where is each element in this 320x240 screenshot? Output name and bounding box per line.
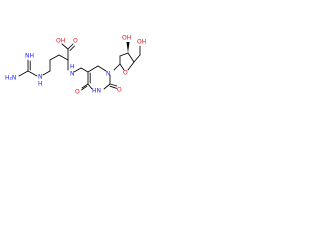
bond-cooh-oh: [61, 43, 69, 50]
label-nh-amine-h: H: [70, 64, 75, 71]
label-oh-acid: OH: [56, 38, 65, 45]
label-o-acid: O: [73, 38, 78, 45]
bond-cooh-o-double: [69, 45, 75, 51]
arginine-chain: [18, 43, 75, 77]
label-nh-amine: N: [70, 71, 75, 78]
bond-guan-c-h2n: [18, 70, 29, 77]
label-nh-guanidine: N: [38, 74, 43, 81]
bond-ch2-b: [49, 54, 60, 61]
label-nh-guanidine-h: H: [38, 81, 43, 88]
label-oh-right: OH: [137, 39, 146, 46]
ring-bond-5: [103, 83, 111, 90]
sugar-bond-n-c1: [113, 63, 121, 71]
carbonyl-right-double: [109, 85, 117, 89]
sugar-bond-c1-o: [119, 63, 125, 71]
label-n-ring: N: [106, 71, 111, 78]
ring-bond-2: [87, 65, 99, 73]
chemical-structure-diagram: NH H₂N N H OH O N H N HN O O O OH OH: [5, 35, 146, 96]
bond-linker-c: [80, 67, 89, 73]
sugar-bond-c3-c2: [119, 52, 129, 57]
label-oh-top: OH: [122, 35, 131, 42]
label-hn-ring: HN: [92, 88, 101, 95]
label-o-sugar: O: [123, 70, 128, 77]
bond-nh-ring: [73, 67, 82, 73]
atom-labels: NH H₂N N H OH O N H N HN O O O OH OH: [5, 35, 146, 96]
deoxyribose-ring: [113, 42, 141, 71]
label-o-ring-right: O: [117, 87, 122, 94]
wedge-c3-oh: [126, 42, 130, 53]
sugar-bond-c4-c3: [127, 52, 135, 63]
bond-nh-ch2: [42, 70, 51, 76]
sugar-bond-c4-ch2: [133, 54, 141, 63]
amine-linker: [73, 67, 89, 73]
label-h2n: H₂N: [5, 75, 16, 82]
carbonyl-right: [109, 83, 118, 87]
uracil-ring: [81, 65, 118, 91]
ring-bond-3: [97, 65, 107, 72]
carbonyl-lower-double: [81, 85, 88, 91]
carbonyl-lower: [81, 83, 89, 89]
label-nh-imine: NH: [25, 53, 34, 60]
bond-guan-c-nh2: [27, 70, 38, 77]
ring-bond-6: [87, 83, 93, 90]
sugar-bond-o-c4: [127, 61, 135, 71]
bond-cooh-o: [67, 43, 74, 50]
label-o-ring-lower: O: [75, 89, 80, 96]
bond-ch2-c: [58, 54, 69, 61]
